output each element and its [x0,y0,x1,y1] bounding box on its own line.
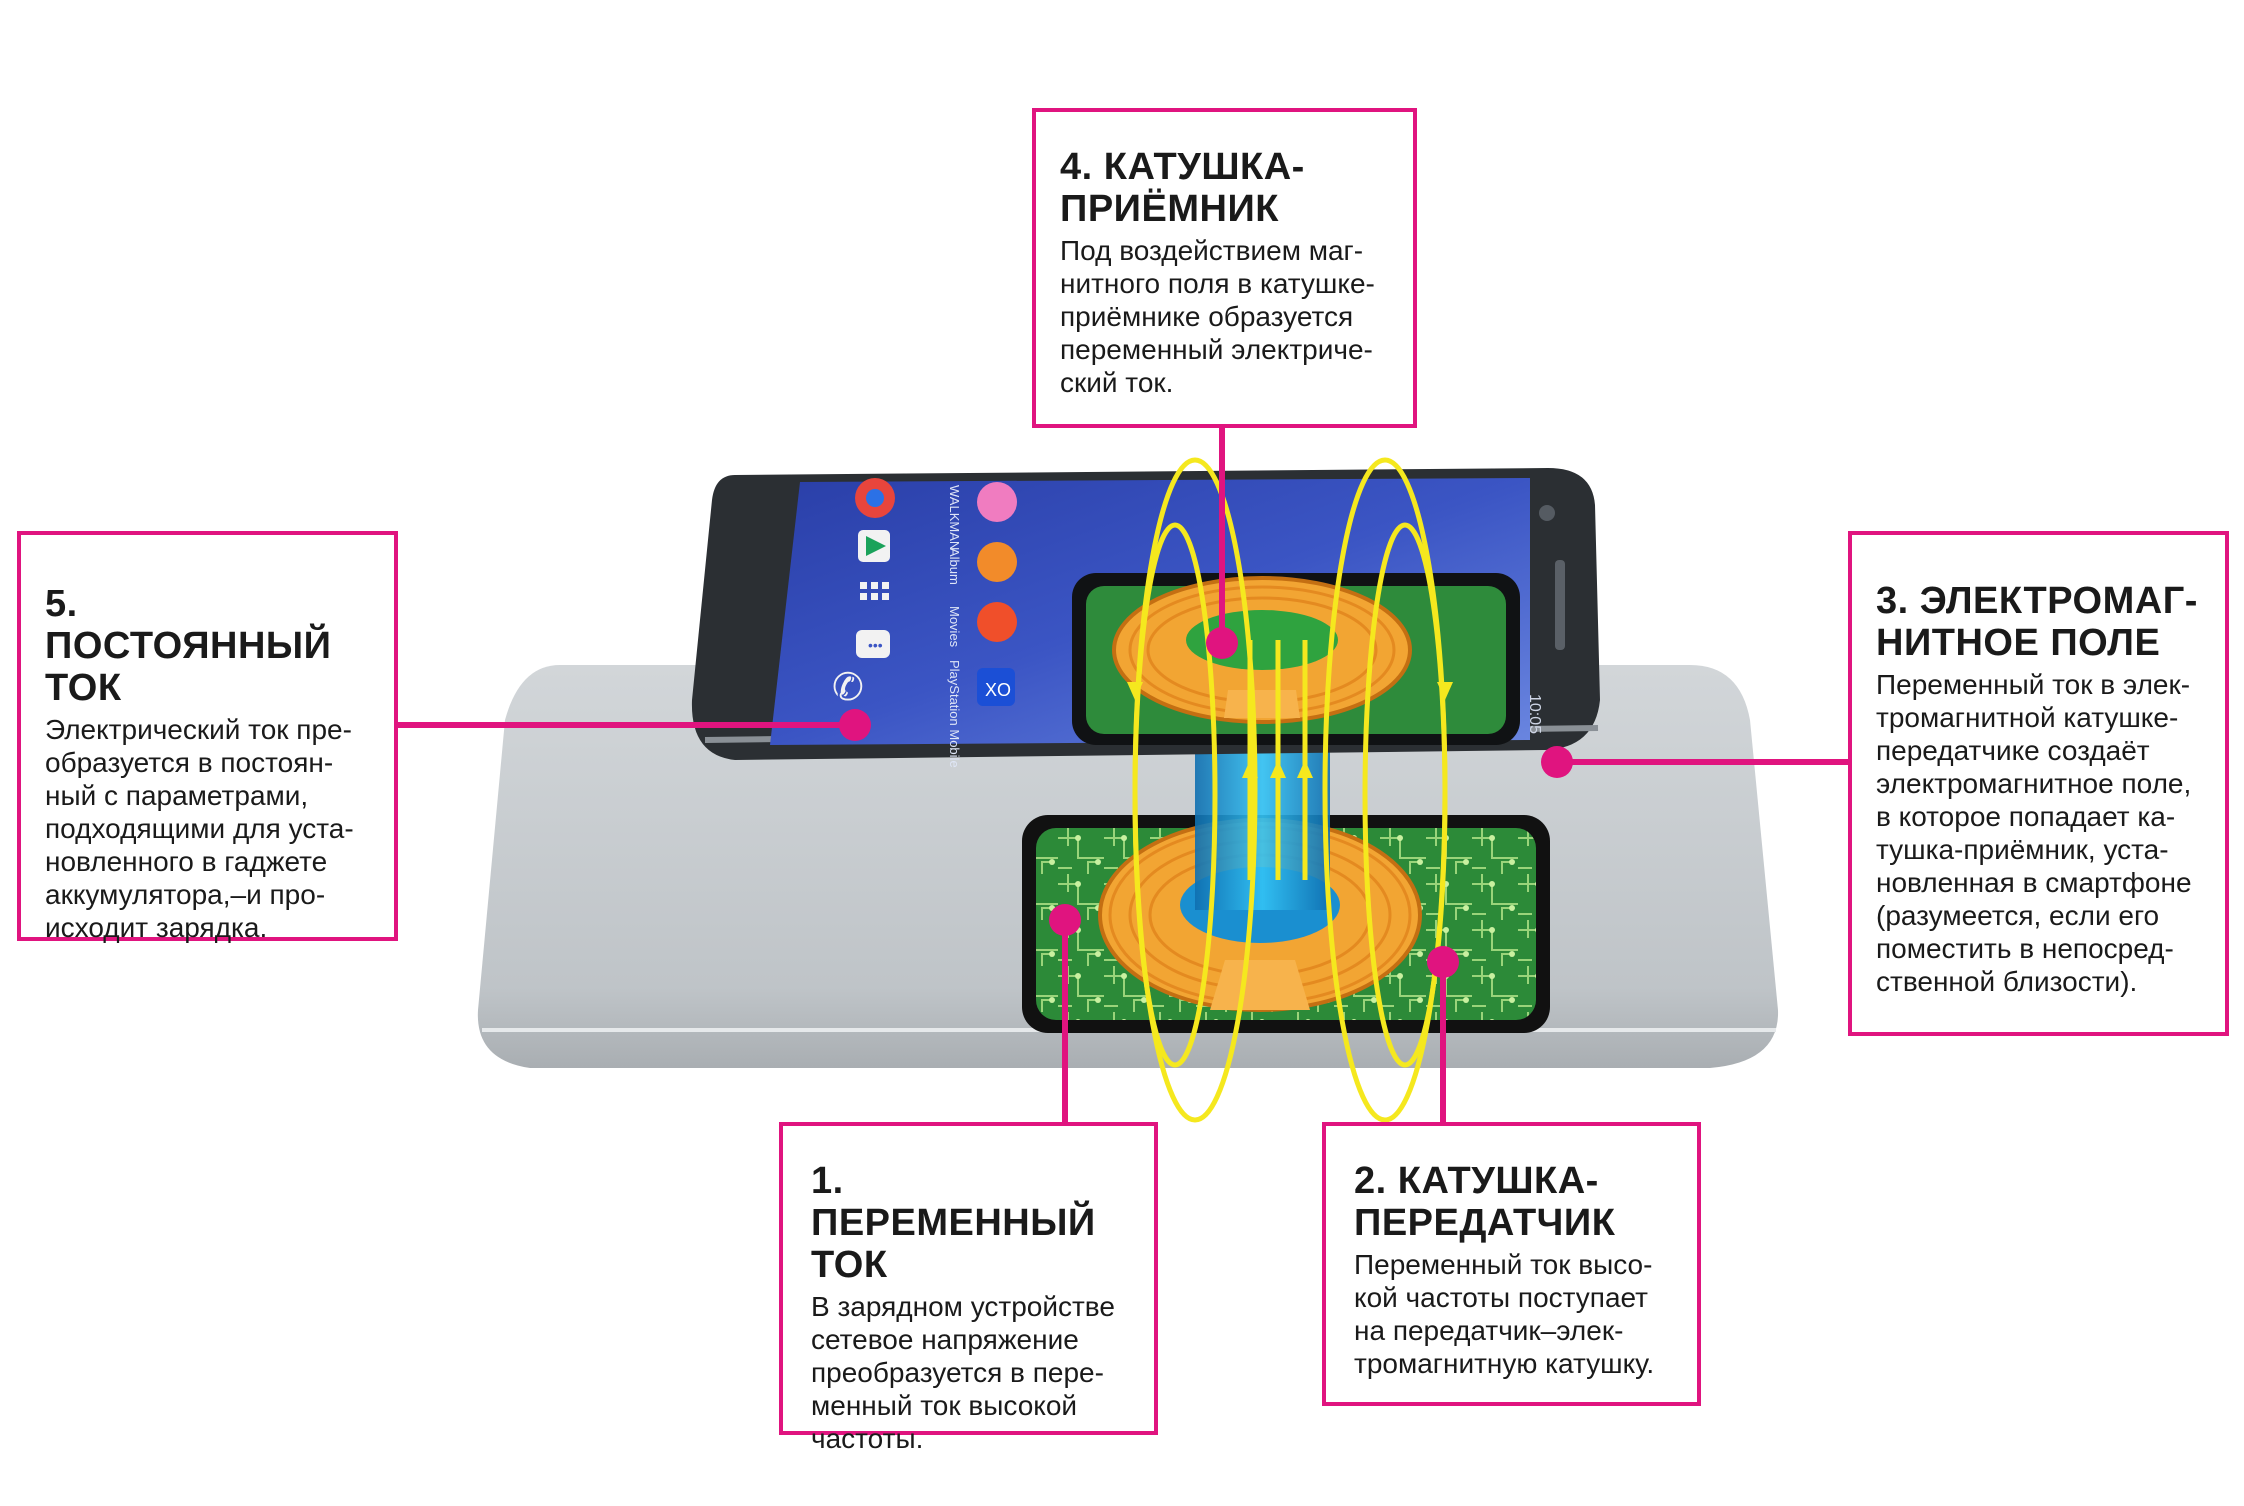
app-label-playstation: PlayStation Mobile [947,660,962,768]
walkman-icon [977,482,1017,522]
callout-text: В зарядном устройстве сетевое напряжение… [811,1291,1115,1454]
apps-grid-icon [860,582,889,600]
svg-text:•••: ••• [868,637,883,653]
callout-text: Электрический ток пре- образуется в пост… [45,714,354,943]
leader-lines [398,428,1848,1122]
callout-title: 3. ЭЛЕКТРОМАГ- НИТНОЕ ПОЛЕ [1876,580,2198,664]
callout-transmitter-coil: 2. КАТУШКА- ПЕРЕДАТЧИК Переменный ток вы… [1322,1122,1701,1406]
callout-text: Переменный ток в элек- тромагнитной кату… [1876,669,2192,997]
callout-title: 1. ПЕРЕМЕННЫЙ ТОК [811,1160,1096,1286]
messaging-icon [856,630,890,658]
app-label-walkman: WALKMAN [947,485,962,550]
album-icon [977,542,1017,582]
svg-text:XO: XO [985,680,1011,700]
callout-alternating-current: 1. ПЕРЕМЕННЫЙ ТОК В зарядном устройстве … [779,1122,1158,1454]
callout-title: 2. КАТУШКА- ПЕРЕДАТЧИК [1354,1160,1616,1244]
callout-receiver-coil: 4. КАТУШКА- ПРИЁМНИК Под воздействием ма… [1032,108,1417,428]
front-camera [1539,505,1555,521]
app-label-movies: Movies [947,606,962,648]
leader-dots [839,627,1573,978]
callout-text: Под воздействием маг- нитного поля в кат… [1060,235,1375,398]
callout-title: 4. КАТУШКА- ПРИЁМНИК [1060,146,1305,230]
playstation-icon [977,668,1015,706]
callout-title: 5. ПОСТОЯННЫЙ ТОК [45,583,332,709]
phone-icon: ✆ [832,665,864,709]
movies-icon [977,602,1017,642]
earpiece-speaker [1555,560,1565,650]
field-direction-arrows [1127,682,1453,778]
app-label-album: Album [947,548,962,585]
callout-text: Переменный ток высо- кой частоты поступа… [1354,1249,1655,1379]
callout-direct-current: 5. ПОСТОЯННЫЙ ТОК Электрический ток пре-… [17,531,398,943]
callout-em-field: 3. ЭЛЕКТРОМАГ- НИТНОЕ ПОЛЕ Переменный то… [1848,531,2229,1036]
status-clock: 10:05 [1526,694,1543,734]
